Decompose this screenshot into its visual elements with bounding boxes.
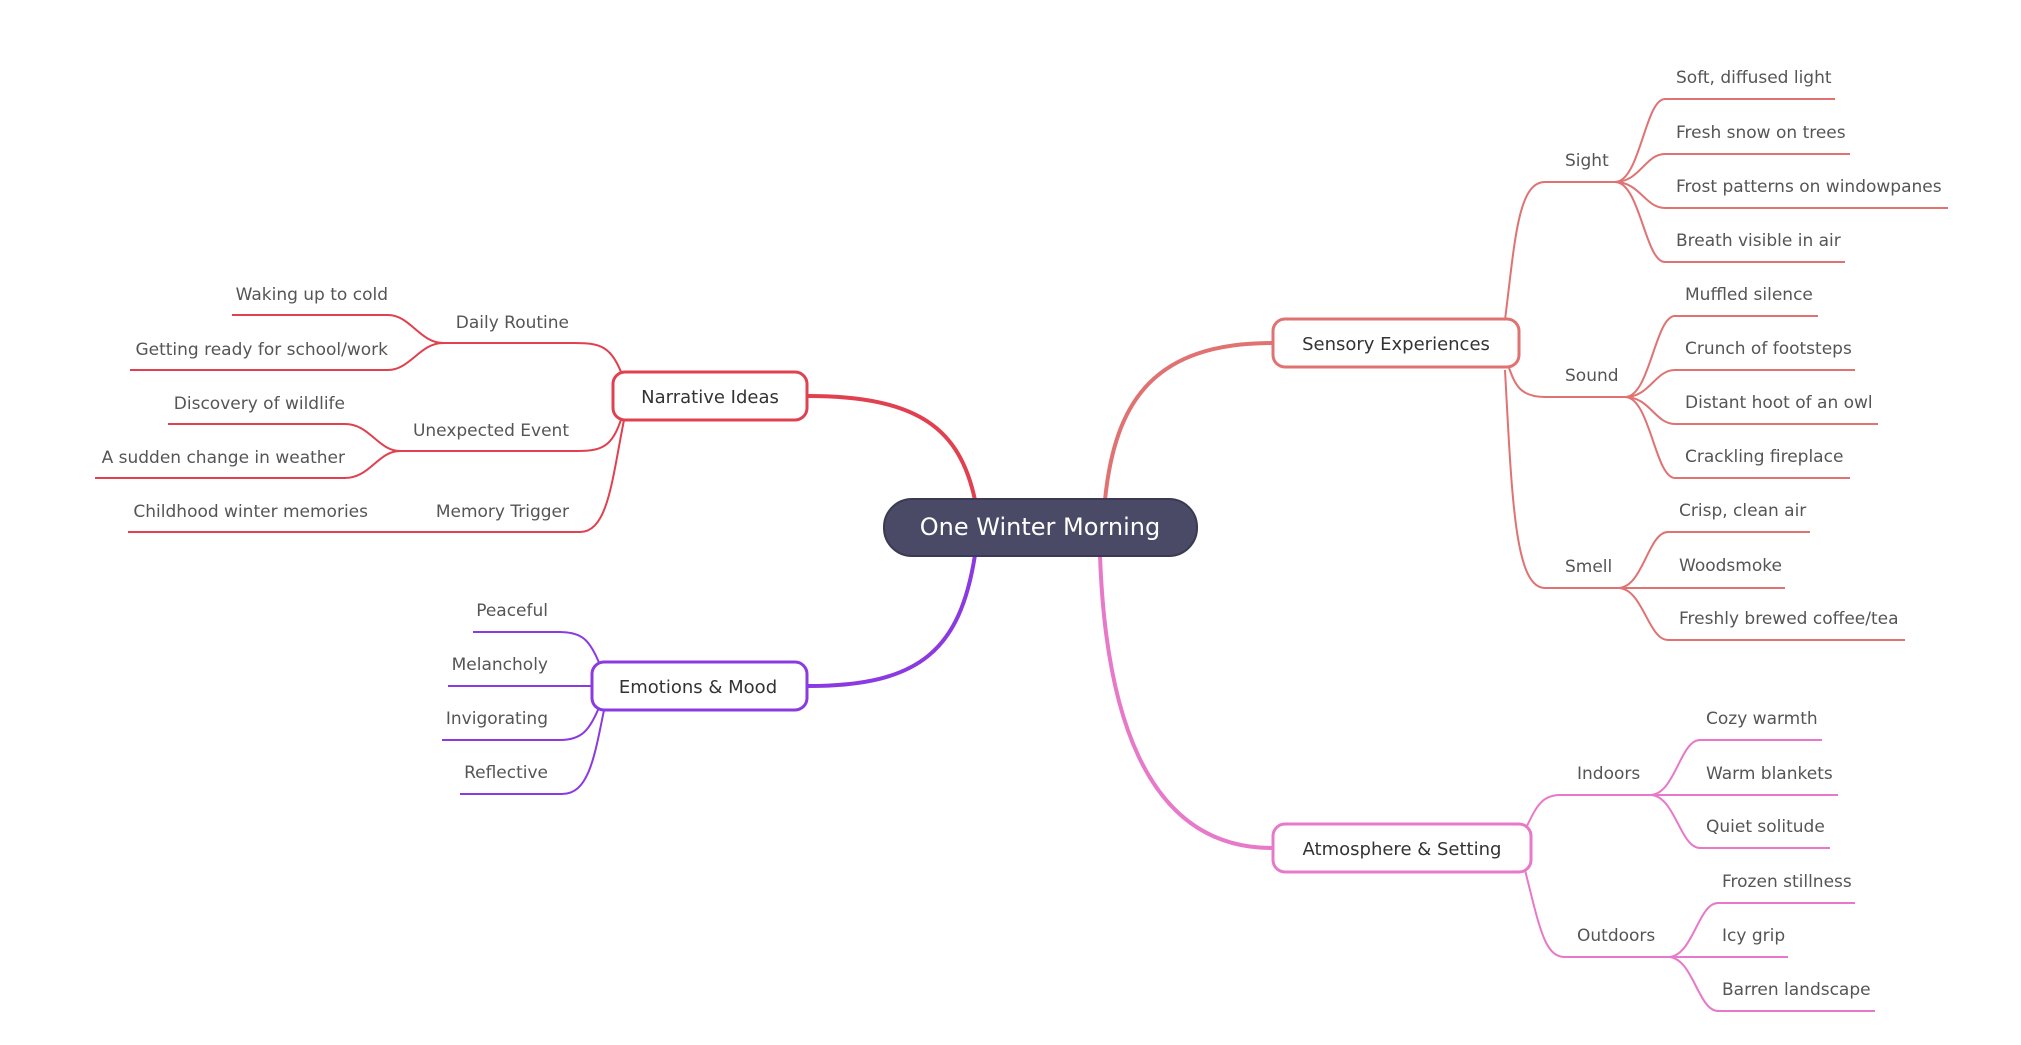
- label-outdoors[interactable]: Outdoors: [1577, 926, 1655, 946]
- leaf-discovery-wildlife[interactable]: Discovery of wildlife: [174, 394, 345, 414]
- connector-leaf: [1624, 369, 1855, 398]
- leaf-fresh-snow[interactable]: Fresh snow on trees: [1676, 123, 1846, 143]
- connector-leaf: [1649, 794, 1830, 849]
- leaf-woodsmoke[interactable]: Woodsmoke: [1679, 556, 1782, 576]
- connector-narrative: [807, 394, 977, 501]
- leaf-owl-hoot[interactable]: Distant hoot of an owl: [1685, 393, 1873, 413]
- leaf-warm-blankets[interactable]: Warm blankets: [1706, 764, 1833, 784]
- connector-leaf: [1614, 181, 1948, 209]
- connector-leaf: [1649, 739, 1822, 796]
- branch-atmosphere: [1524, 739, 1875, 1012]
- leaf-barren-landscape[interactable]: Barren landscape: [1722, 980, 1871, 1000]
- main-connectors: [807, 341, 1273, 850]
- connector-sound: [1507, 364, 1625, 398]
- label-smell[interactable]: Smell: [1565, 557, 1612, 577]
- connector-leaf: [1667, 956, 1875, 1012]
- connector-leaf: [232, 314, 444, 344]
- connector-atmosphere: [1098, 554, 1273, 850]
- leaf-crunch-footsteps[interactable]: Crunch of footsteps: [1685, 339, 1852, 359]
- node-sensory-experiences[interactable]: Sensory Experiences: [1271, 317, 1521, 369]
- leaf-crisp-air[interactable]: Crisp, clean air: [1679, 501, 1806, 521]
- label-indoors[interactable]: Indoors: [1577, 764, 1640, 784]
- connector-indoors: [1524, 794, 1650, 831]
- connector-leaf: [1617, 531, 1810, 589]
- connector-leaf: [1624, 396, 1850, 479]
- center-node[interactable]: One Winter Morning: [883, 498, 1198, 557]
- label-memory-trigger[interactable]: Memory Trigger: [436, 502, 569, 522]
- node-emotions-mood[interactable]: Emotions & Mood: [590, 660, 809, 712]
- connector-leaf: [168, 423, 401, 452]
- connector-leaf: [1614, 98, 1835, 183]
- connector-leaf: [130, 342, 444, 371]
- branch-emotions: [442, 631, 605, 795]
- node-label: Narrative Ideas: [641, 387, 779, 408]
- label-sound[interactable]: Sound: [1565, 366, 1619, 386]
- node-atmosphere-setting[interactable]: Atmosphere & Setting: [1271, 822, 1533, 874]
- leaf-coffee-tea[interactable]: Freshly brewed coffee/tea: [1679, 609, 1899, 629]
- node-label: Atmosphere & Setting: [1303, 839, 1502, 860]
- leaf-melancholy[interactable]: Melancholy: [452, 655, 548, 675]
- connector-leaf: [1667, 902, 1855, 958]
- label-daily-routine[interactable]: Daily Routine: [456, 313, 569, 333]
- leaf-getting-ready[interactable]: Getting ready for school/work: [135, 340, 388, 360]
- leaf-quiet-solitude[interactable]: Quiet solitude: [1706, 817, 1825, 837]
- node-box: [590, 660, 809, 712]
- leaf-waking-up[interactable]: Waking up to cold: [236, 285, 388, 305]
- leaf-cozy-warmth[interactable]: Cozy warmth: [1706, 709, 1818, 729]
- leaf-peaceful[interactable]: Peaceful: [476, 601, 548, 621]
- connector-leaf: [1624, 396, 1878, 425]
- connector-smell: [1504, 369, 1618, 589]
- branch-sensory: [1504, 98, 1948, 641]
- connector-leaf: [473, 631, 601, 666]
- center-node-label: One Winter Morning: [920, 513, 1160, 541]
- connector-leaf: [1624, 315, 1818, 398]
- connector-memory-trigger: [128, 419, 625, 533]
- connector-sensory: [1103, 341, 1273, 501]
- label-unexpected-event[interactable]: Unexpected Event: [413, 421, 569, 441]
- leaf-sudden-weather[interactable]: A sudden change in weather: [102, 448, 345, 468]
- connector-emotions: [807, 554, 977, 688]
- leaf-crackling-fireplace[interactable]: Crackling fireplace: [1685, 447, 1843, 467]
- connector-leaf: [1617, 587, 1905, 641]
- node-box: [1271, 317, 1521, 369]
- leaf-frost-patterns[interactable]: Frost patterns on windowpanes: [1676, 177, 1942, 197]
- connector-leaf: [460, 709, 605, 795]
- leaf-frozen-stillness[interactable]: Frozen stillness: [1722, 872, 1852, 892]
- connector-outdoors: [1524, 869, 1668, 958]
- leaf-invigorating[interactable]: Invigorating: [446, 709, 548, 729]
- leaf-breath-visible[interactable]: Breath visible in air: [1676, 231, 1841, 251]
- leaf-reflective[interactable]: Reflective: [464, 763, 548, 783]
- node-label: Sensory Experiences: [1302, 334, 1490, 355]
- leaf-childhood-memories[interactable]: Childhood winter memories: [133, 502, 368, 522]
- leaf-icy-grip[interactable]: Icy grip: [1722, 926, 1785, 946]
- center-node-box: [883, 498, 1198, 557]
- node-narrative-ideas[interactable]: Narrative Ideas: [611, 370, 809, 422]
- node-box: [1271, 822, 1533, 874]
- node-label: Emotions & Mood: [619, 677, 777, 698]
- connector-leaf: [1614, 181, 1845, 263]
- node-box: [611, 370, 809, 422]
- connector-leaf: [95, 450, 401, 479]
- connector-sight: [1504, 181, 1615, 321]
- leaf-muffled-silence[interactable]: Muffled silence: [1685, 285, 1813, 305]
- label-sight[interactable]: Sight: [1565, 151, 1609, 171]
- connector-leaf: [1614, 153, 1850, 183]
- leaf-soft-light[interactable]: Soft, diffused light: [1676, 68, 1832, 88]
- connector-leaf: [442, 704, 601, 741]
- connector-daily-routine: [443, 342, 625, 381]
